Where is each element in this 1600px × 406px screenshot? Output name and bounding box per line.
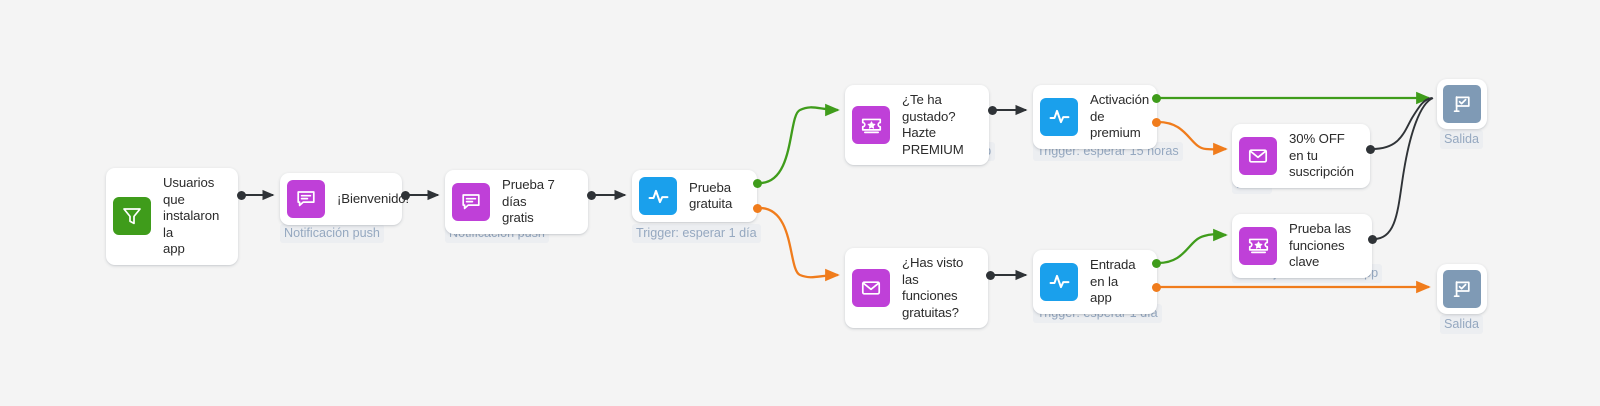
port-out-no-app-entry[interactable] [1152,282,1161,292]
port-out-trial-push[interactable] [587,190,596,200]
envelope-icon [1239,136,1277,175]
node-premium-activation-trigger[interactable]: Activación de premium [1033,85,1157,149]
node-exit-bottom[interactable] [1437,264,1487,314]
node-welcome-push[interactable]: ¡Bienvenido! [280,173,409,225]
funnel-icon [113,197,151,236]
node-title: ¡Bienvenido! [337,190,410,206]
port-out-segment[interactable] [237,190,246,200]
port-out-discount-email[interactable] [1366,144,1375,154]
node-exit-top[interactable] [1437,79,1487,129]
chat-bubble-icon [452,182,490,221]
caption-exit-bottom: Salida [1440,315,1484,334]
flag-check-icon [1443,85,1481,123]
pulse-icon [1040,97,1078,136]
pulse-icon [1040,262,1078,301]
pulse-icon [639,177,677,215]
chat-bubble-icon [287,180,325,218]
ticket-icon [852,106,890,144]
edge-email-to-exit-top [1371,97,1433,150]
node-title: ¿Has visto las funciones gratuitas? [902,255,964,320]
port-out-key-features-msg[interactable] [1368,234,1377,244]
node-title: Prueba las funciones clave [1289,221,1352,269]
node-liked-premium-msg[interactable]: ¿Te ha gustado? Hazte PREMIUM [845,85,989,165]
caption-exit-top: Salida [1440,130,1484,149]
node-free-features-push[interactable]: ¿Has visto las funciones gratuitas? [845,248,988,328]
ticket-icon [1239,226,1277,265]
node-title: Usuarios que instalaron la app [163,175,220,256]
caption-welcome-push: Notificación push [280,224,384,243]
port-out-yes-free-trial[interactable] [753,178,762,188]
flag-check-icon [1443,270,1481,308]
node-title: Prueba 7 días gratis [502,177,555,225]
node-free-trial-trigger[interactable]: Prueba gratuita [632,170,757,222]
node-app-entry-trigger[interactable]: Entrada en la app [1033,250,1157,314]
port-out-yes-activation[interactable] [1152,93,1161,103]
caption-free-trial-trigger: Trigger: esperar 1 día [632,224,761,243]
edge-freetrial-no-to-freefeatures [760,206,840,282]
port-out-no-activation[interactable] [1152,117,1161,127]
node-title: 30% OFF en tu suscripción [1289,131,1354,179]
node-title: ¿Te ha gustado? Hazte PREMIUM [902,92,964,157]
envelope-icon [852,269,890,307]
node-segment[interactable]: Usuarios que instalaron la app [106,168,238,265]
edge-appentry-yes-to-keyfeatures [1157,228,1228,265]
node-title: Prueba gratuita [689,179,733,212]
port-out-welcome-push[interactable] [401,190,410,200]
node-trial-push[interactable]: Prueba 7 días gratis [445,170,588,234]
edge-keyfeatures-to-exit-top [1373,97,1434,240]
port-out-liked-premium-msg[interactable] [988,105,997,115]
edge-freetrial-yes-to-premiummsg [760,103,840,185]
port-out-no-free-trial[interactable] [753,203,762,213]
node-key-features-msg[interactable]: Prueba las funciones clave [1232,214,1372,278]
node-title: Activación de premium [1090,92,1150,140]
node-title: Entrada en la app [1090,257,1136,305]
node-discount-email[interactable]: 30% OFF en tu suscripción [1232,124,1370,188]
port-out-free-features-push[interactable] [986,270,995,280]
port-out-yes-app-entry[interactable] [1152,258,1161,268]
